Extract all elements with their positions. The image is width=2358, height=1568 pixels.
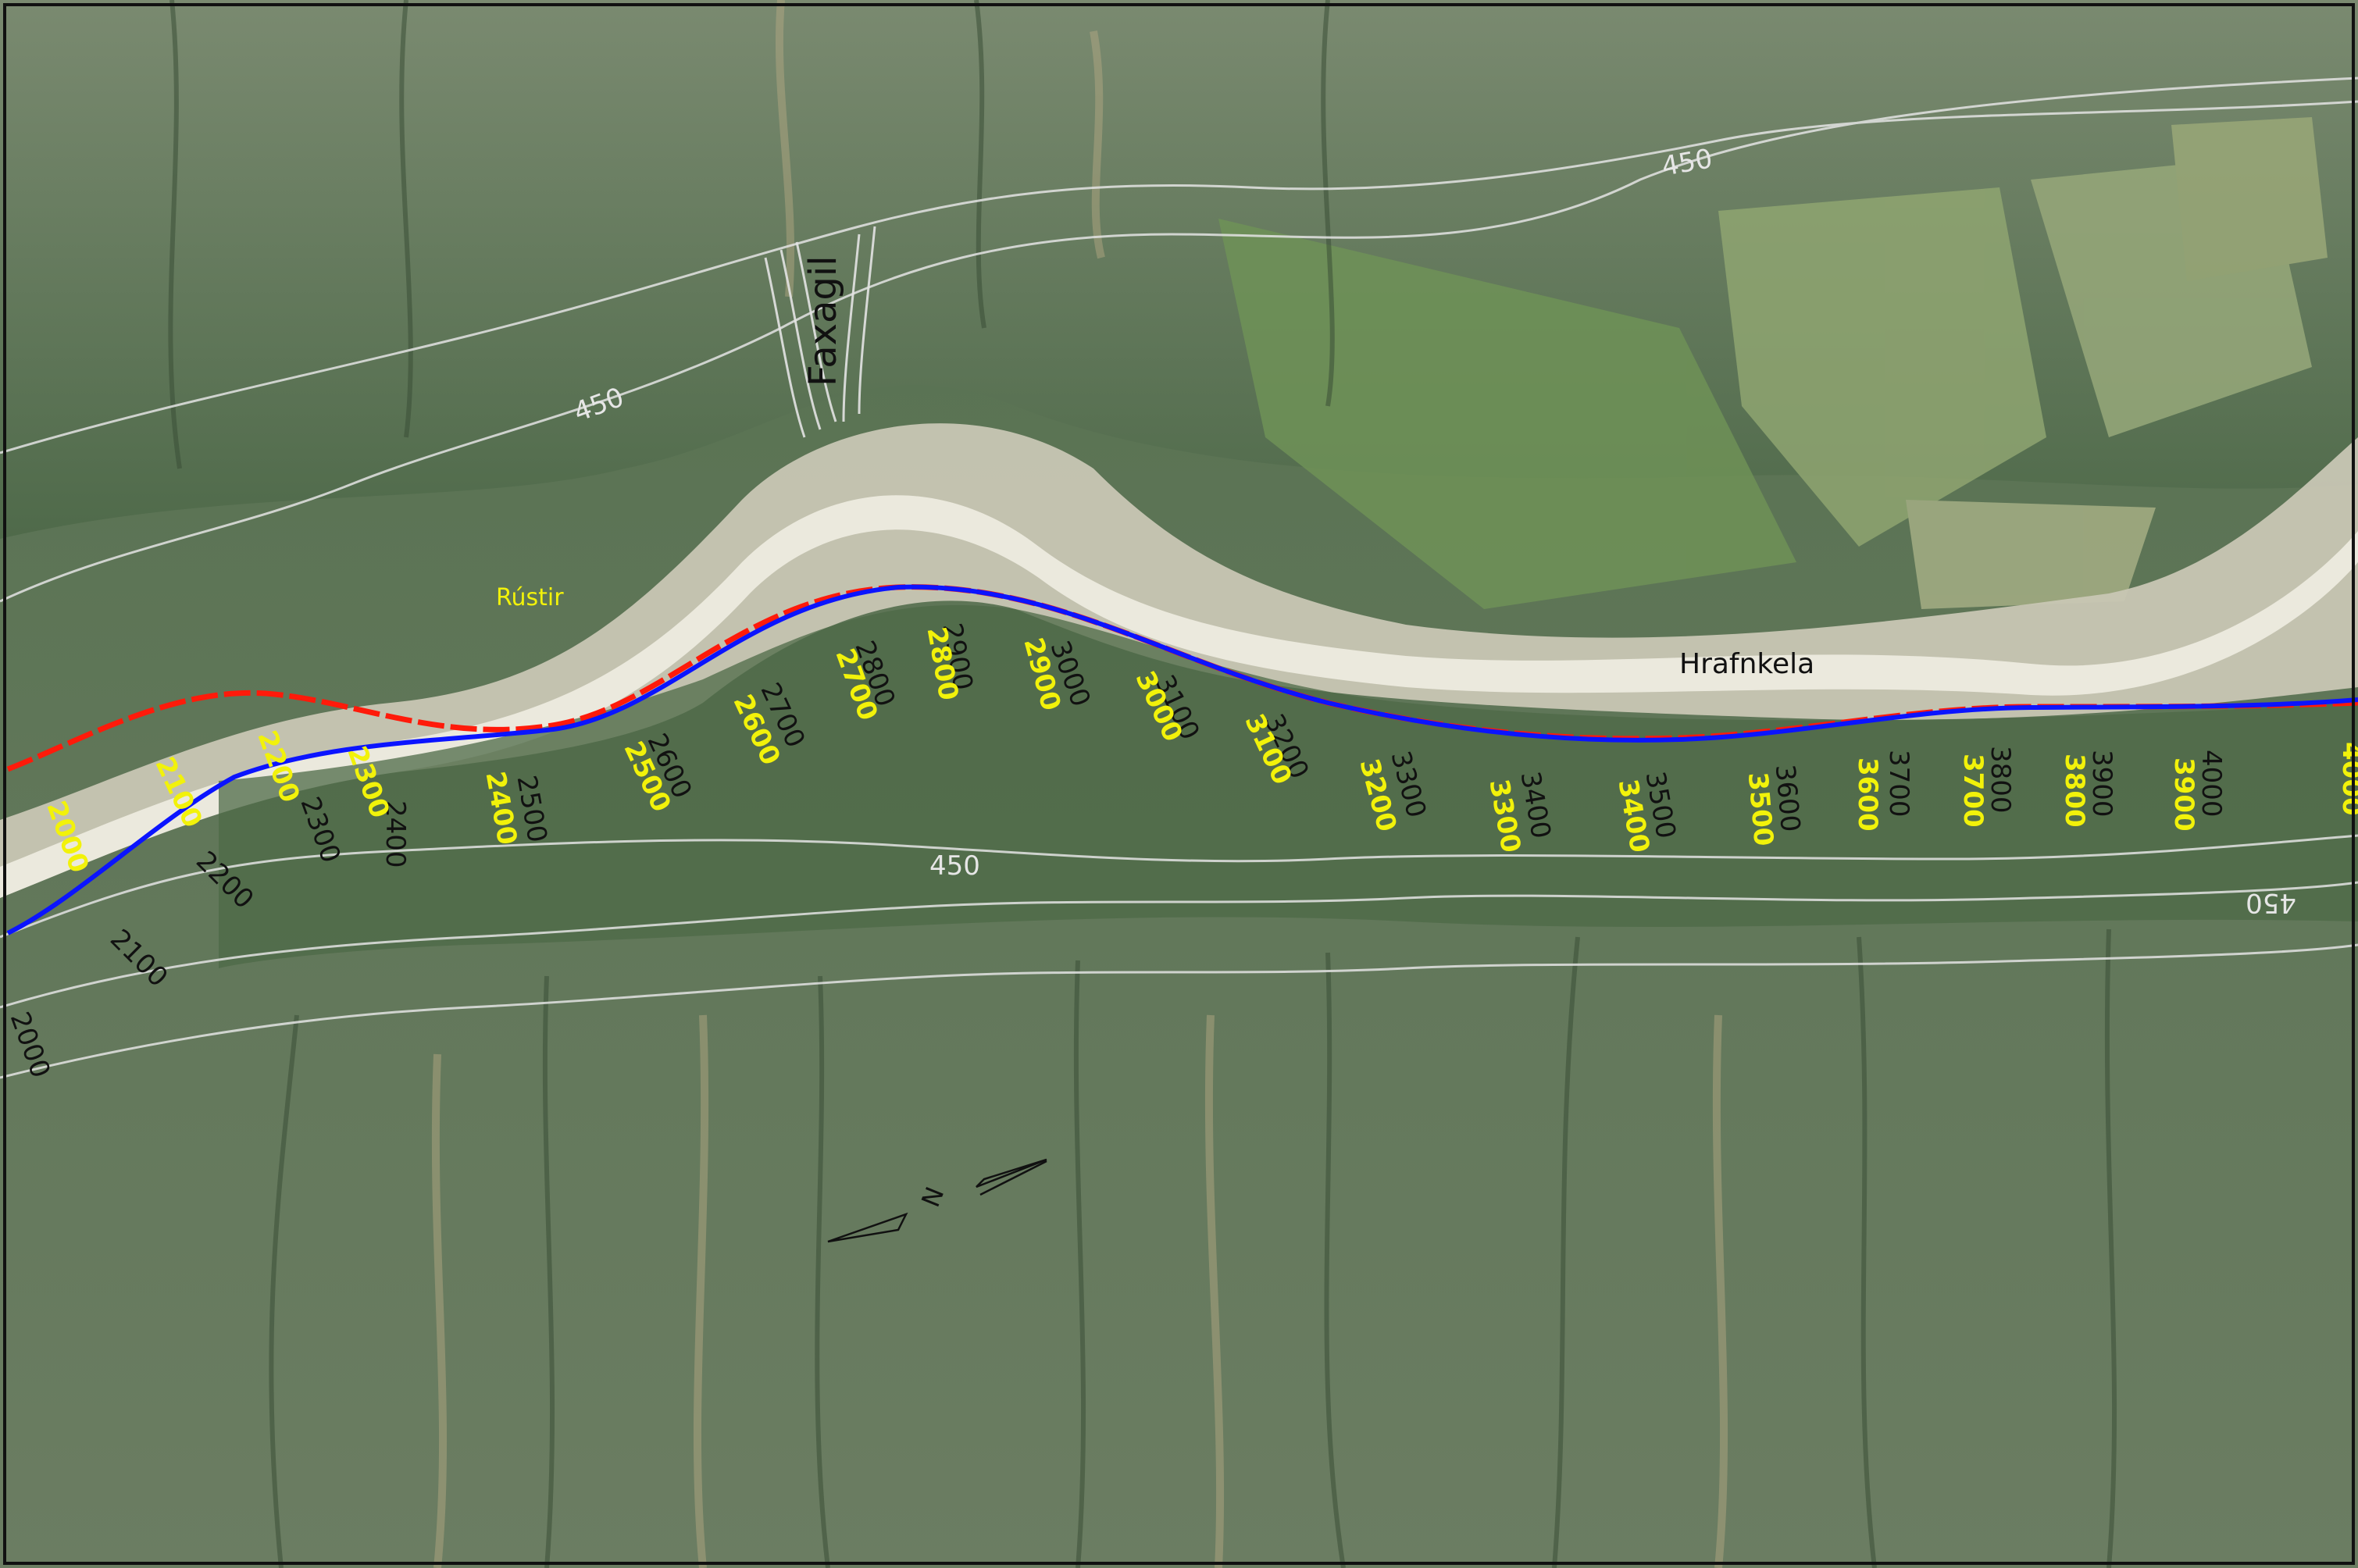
gully-streaks bbox=[168, 0, 2117, 1568]
gully-contours bbox=[764, 226, 876, 438]
station-label: 3600 bbox=[1769, 763, 1806, 833]
north-arrow bbox=[827, 1158, 1047, 1243]
station-label-yellow: 3500 bbox=[1742, 771, 1779, 847]
station-label: 3900 bbox=[2086, 750, 2117, 818]
station-label: 3700 bbox=[1883, 750, 1914, 818]
farm-fields bbox=[1218, 117, 2328, 609]
contour-label: 450 bbox=[2246, 887, 2296, 918]
station-label: 3800 bbox=[1985, 746, 2016, 814]
alignment-blue-line bbox=[6, 584, 2358, 935]
bare-soil-streaks bbox=[431, 0, 1728, 1568]
contour-label: 450 bbox=[929, 850, 980, 882]
place-label-faxagil: Faxagil bbox=[801, 255, 845, 387]
valley-floor bbox=[219, 604, 2358, 968]
contour-lines bbox=[0, 77, 2358, 1079]
station-label-yellow: 3800 bbox=[2059, 754, 2090, 828]
station-label: 2400 bbox=[380, 800, 411, 868]
alignment-red-line bbox=[6, 584, 2358, 772]
map-frame bbox=[3, 3, 2355, 1565]
station-label-yellow: 3700 bbox=[1957, 754, 1989, 828]
north-arrow-icon bbox=[827, 1212, 908, 1243]
place-label-hrafnkela: Hrafnkela bbox=[1679, 648, 1814, 680]
station-label: 4000 bbox=[2196, 750, 2227, 818]
station-label-yellow: 3900 bbox=[2168, 757, 2199, 832]
place-label-rustir: Rústir bbox=[496, 584, 564, 611]
station-label-yellow: 3600 bbox=[1852, 757, 1883, 832]
